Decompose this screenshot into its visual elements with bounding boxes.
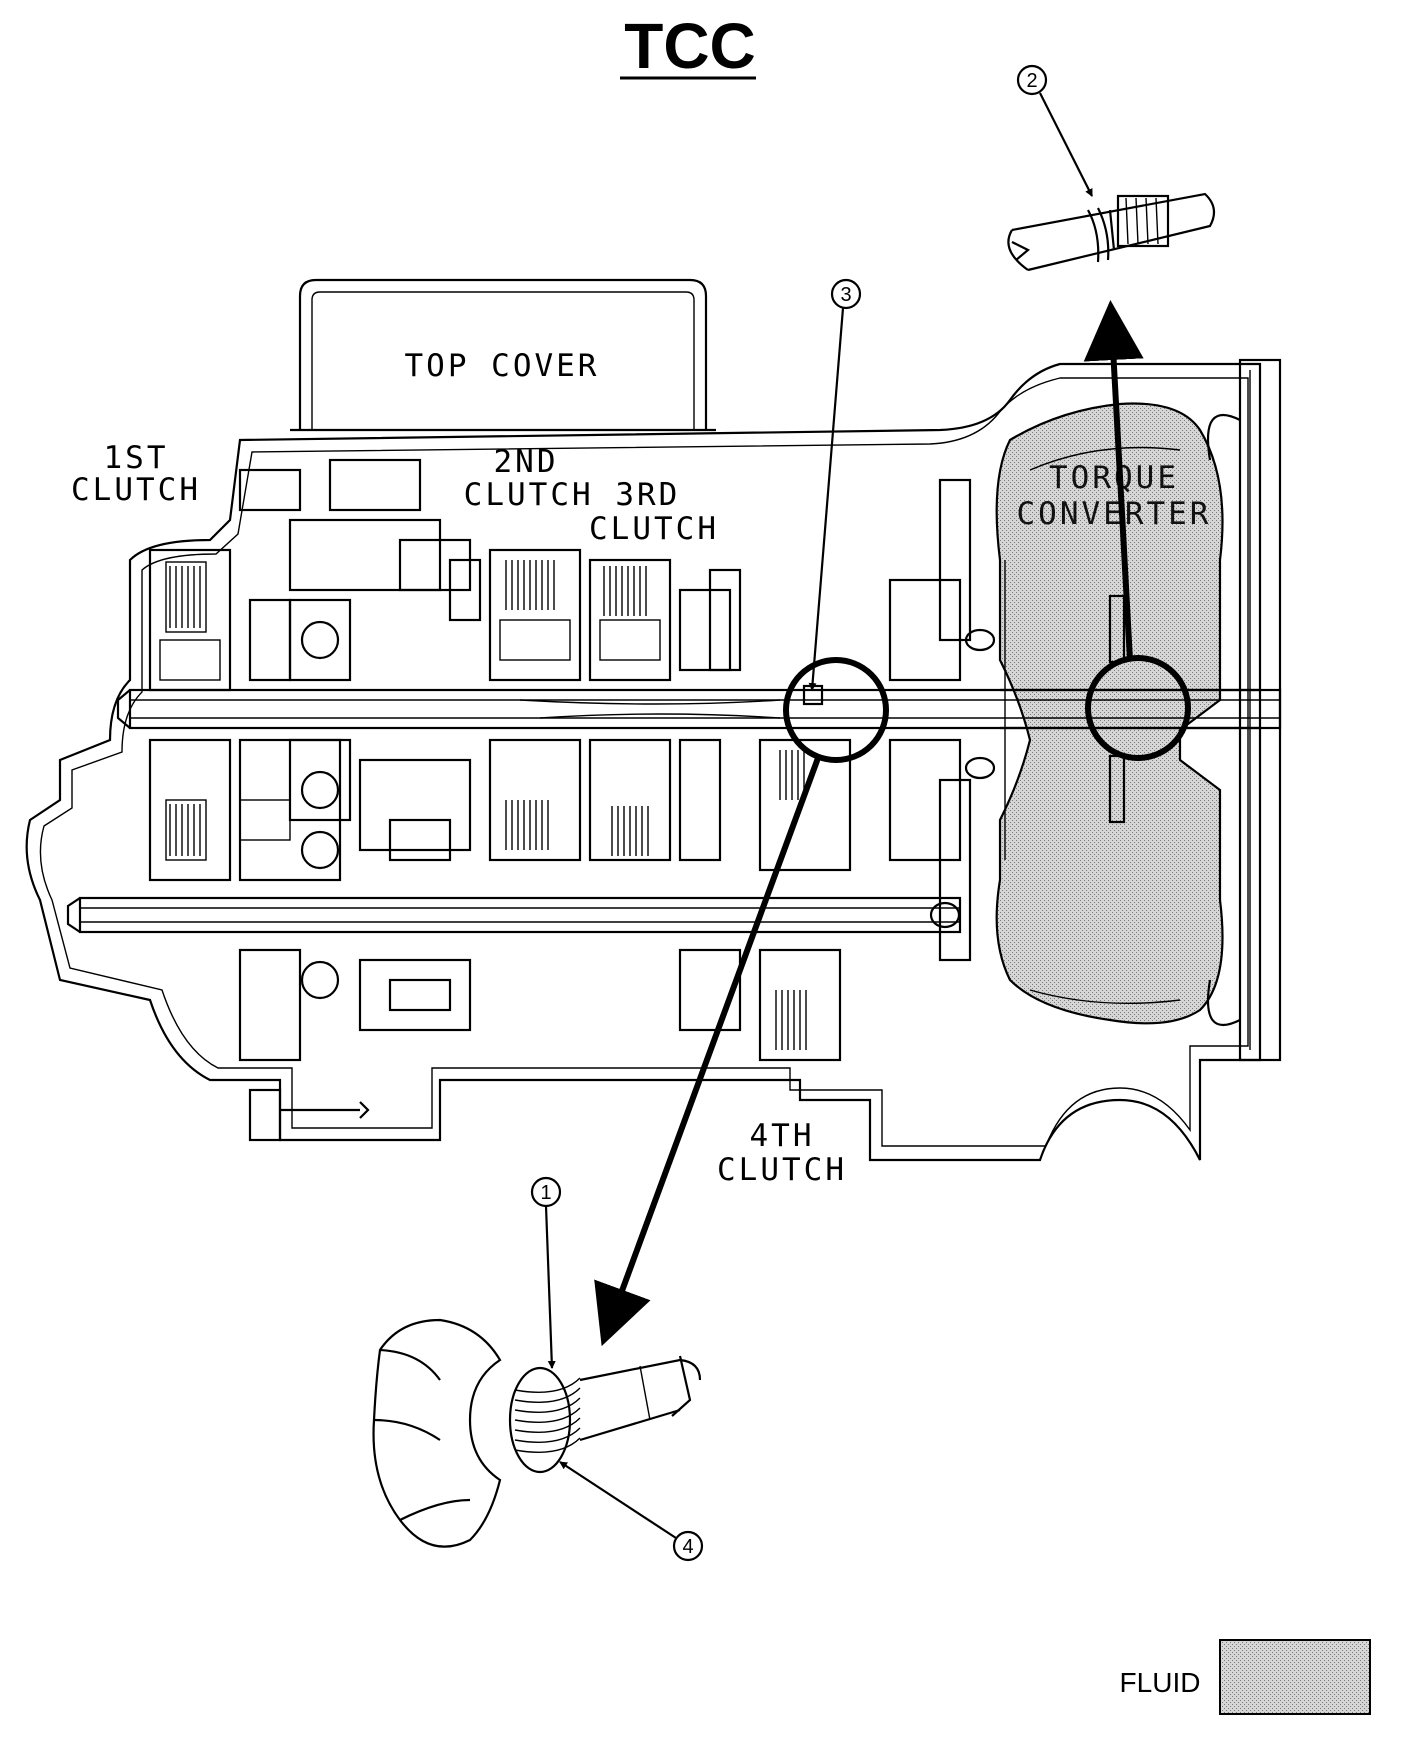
legend-label: FLUID [1120, 1667, 1201, 1698]
callouts: 2 3 1 4 [530, 64, 1093, 1562]
label-3rd-clutch: CLUTCH [589, 511, 719, 547]
arrow-to-detail-4 [594, 756, 821, 1347]
label-4th-clutch-line1: 4TH [750, 1118, 815, 1154]
top-cover-outline [298, 278, 708, 430]
callout-circle-4 [672, 1530, 704, 1562]
detail-2-shaft-seal [1007, 192, 1216, 272]
label-torque-converter-line2: CONVERTER [1017, 496, 1212, 532]
detail-circles [783, 655, 1191, 763]
callout-number-1: 1 [540, 1182, 551, 1204]
label-1st-clutch-line1: 1ST [104, 440, 169, 476]
component-labels: TOP COVER 1ST CLUTCH 2ND CLUTCH 3RD CLUT… [71, 348, 1212, 1188]
arrow-to-detail-2 [1083, 300, 1144, 661]
callout-number-2: 2 [1026, 70, 1037, 92]
label-2nd-clutch-line1: 2ND [494, 444, 559, 480]
detail-circle-converter [1085, 655, 1191, 761]
page-title: TCC [624, 10, 756, 82]
callout-number-4: 4 [682, 1536, 693, 1558]
torque-converter [995, 402, 1260, 1026]
label-1st-clutch-line2: CLUTCH [71, 472, 201, 508]
mainshaft [128, 688, 1282, 730]
legend: FLUID [1120, 1639, 1371, 1715]
label-top-cover: TOP COVER [405, 348, 600, 384]
legend-fluid-swatch [1219, 1639, 1371, 1715]
label-torque-converter-line1: TORQUE [1049, 460, 1179, 496]
detail-4-seal-rings [372, 1318, 702, 1548]
torque-converter-fluid [995, 402, 1224, 1025]
label-2nd-clutch-line2: CLUTCH 3RD [464, 477, 681, 513]
main-case-outline [25, 362, 1262, 1162]
callout-circle-2 [1016, 64, 1048, 96]
callout-circle-3 [830, 278, 862, 310]
label-4th-clutch-line2: CLUTCH [717, 1152, 847, 1188]
callout-number-3: 3 [840, 284, 851, 306]
countershaft [78, 896, 962, 934]
detail-circle-mainshaft [783, 657, 889, 763]
detail-arrows [594, 300, 1144, 1347]
clutch-assemblies [148, 458, 996, 1142]
transmission-housing [25, 278, 1282, 1162]
